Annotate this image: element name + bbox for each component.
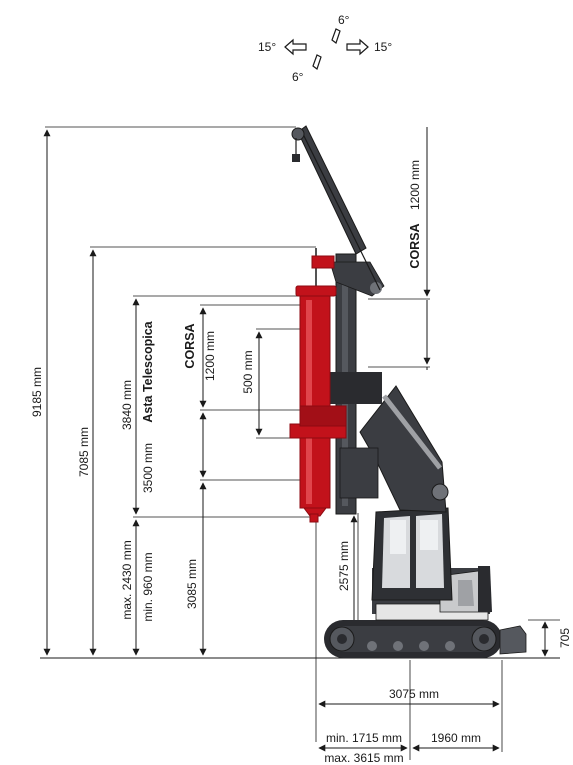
- track-length-label: 3075 mm: [389, 687, 439, 701]
- mast-height-label: 7085 mm: [77, 427, 91, 477]
- ground-max-label: max. 2430 mm: [120, 540, 134, 619]
- reach-min-label: min. 1715 mm: [326, 731, 402, 745]
- angle-left-label: 15°: [258, 40, 276, 54]
- mast: [326, 253, 385, 515]
- left-arrow-icon: [284, 38, 307, 56]
- height-2575-label: 2575 mm: [337, 541, 351, 591]
- reach-max-label: max. 3615 mm: [324, 751, 403, 765]
- angle-bottom-label: 6°: [292, 70, 304, 84]
- track-height-label: 705: [558, 628, 572, 648]
- telescopic-max-label: 3840 mm: [120, 380, 134, 430]
- operator-cab: [371, 507, 453, 601]
- right-arrow-icon: [346, 38, 369, 56]
- dimension-labels: 9185 mm 7085 mm 3840 mm Asta Telescopica…: [30, 160, 572, 765]
- crane-jib: [291, 125, 381, 291]
- crawler-track: [324, 620, 527, 658]
- telescopic-min-label: 3500 mm: [141, 443, 155, 493]
- top-stroke-title: CORSA: [408, 223, 422, 268]
- ground-min-label: min. 960 mm: [141, 552, 155, 621]
- stroke-500-label: 500 mm: [241, 350, 255, 393]
- total-height-label: 9185 mm: [30, 367, 44, 417]
- telescopic-title: Asta Telescopica: [141, 320, 155, 422]
- tilt-back-icon: [312, 54, 322, 70]
- top-stroke-value: 1200 mm: [408, 160, 422, 210]
- inclination-indicator: 6° 6° 15° 15°: [258, 13, 392, 84]
- telescopic-kelly: [289, 248, 347, 523]
- tilt-forward-icon: [331, 28, 341, 44]
- rear-label: 1960 mm: [431, 731, 481, 745]
- horizontal-dimensions: [318, 700, 500, 752]
- stroke-value-label: 1200 mm: [203, 331, 217, 381]
- stroke-title: CORSA: [183, 323, 197, 368]
- angle-right-label: 15°: [374, 40, 392, 54]
- height-3085-label: 3085 mm: [185, 559, 199, 609]
- angle-top-label: 6°: [338, 13, 350, 27]
- drilling-rig: [289, 125, 527, 658]
